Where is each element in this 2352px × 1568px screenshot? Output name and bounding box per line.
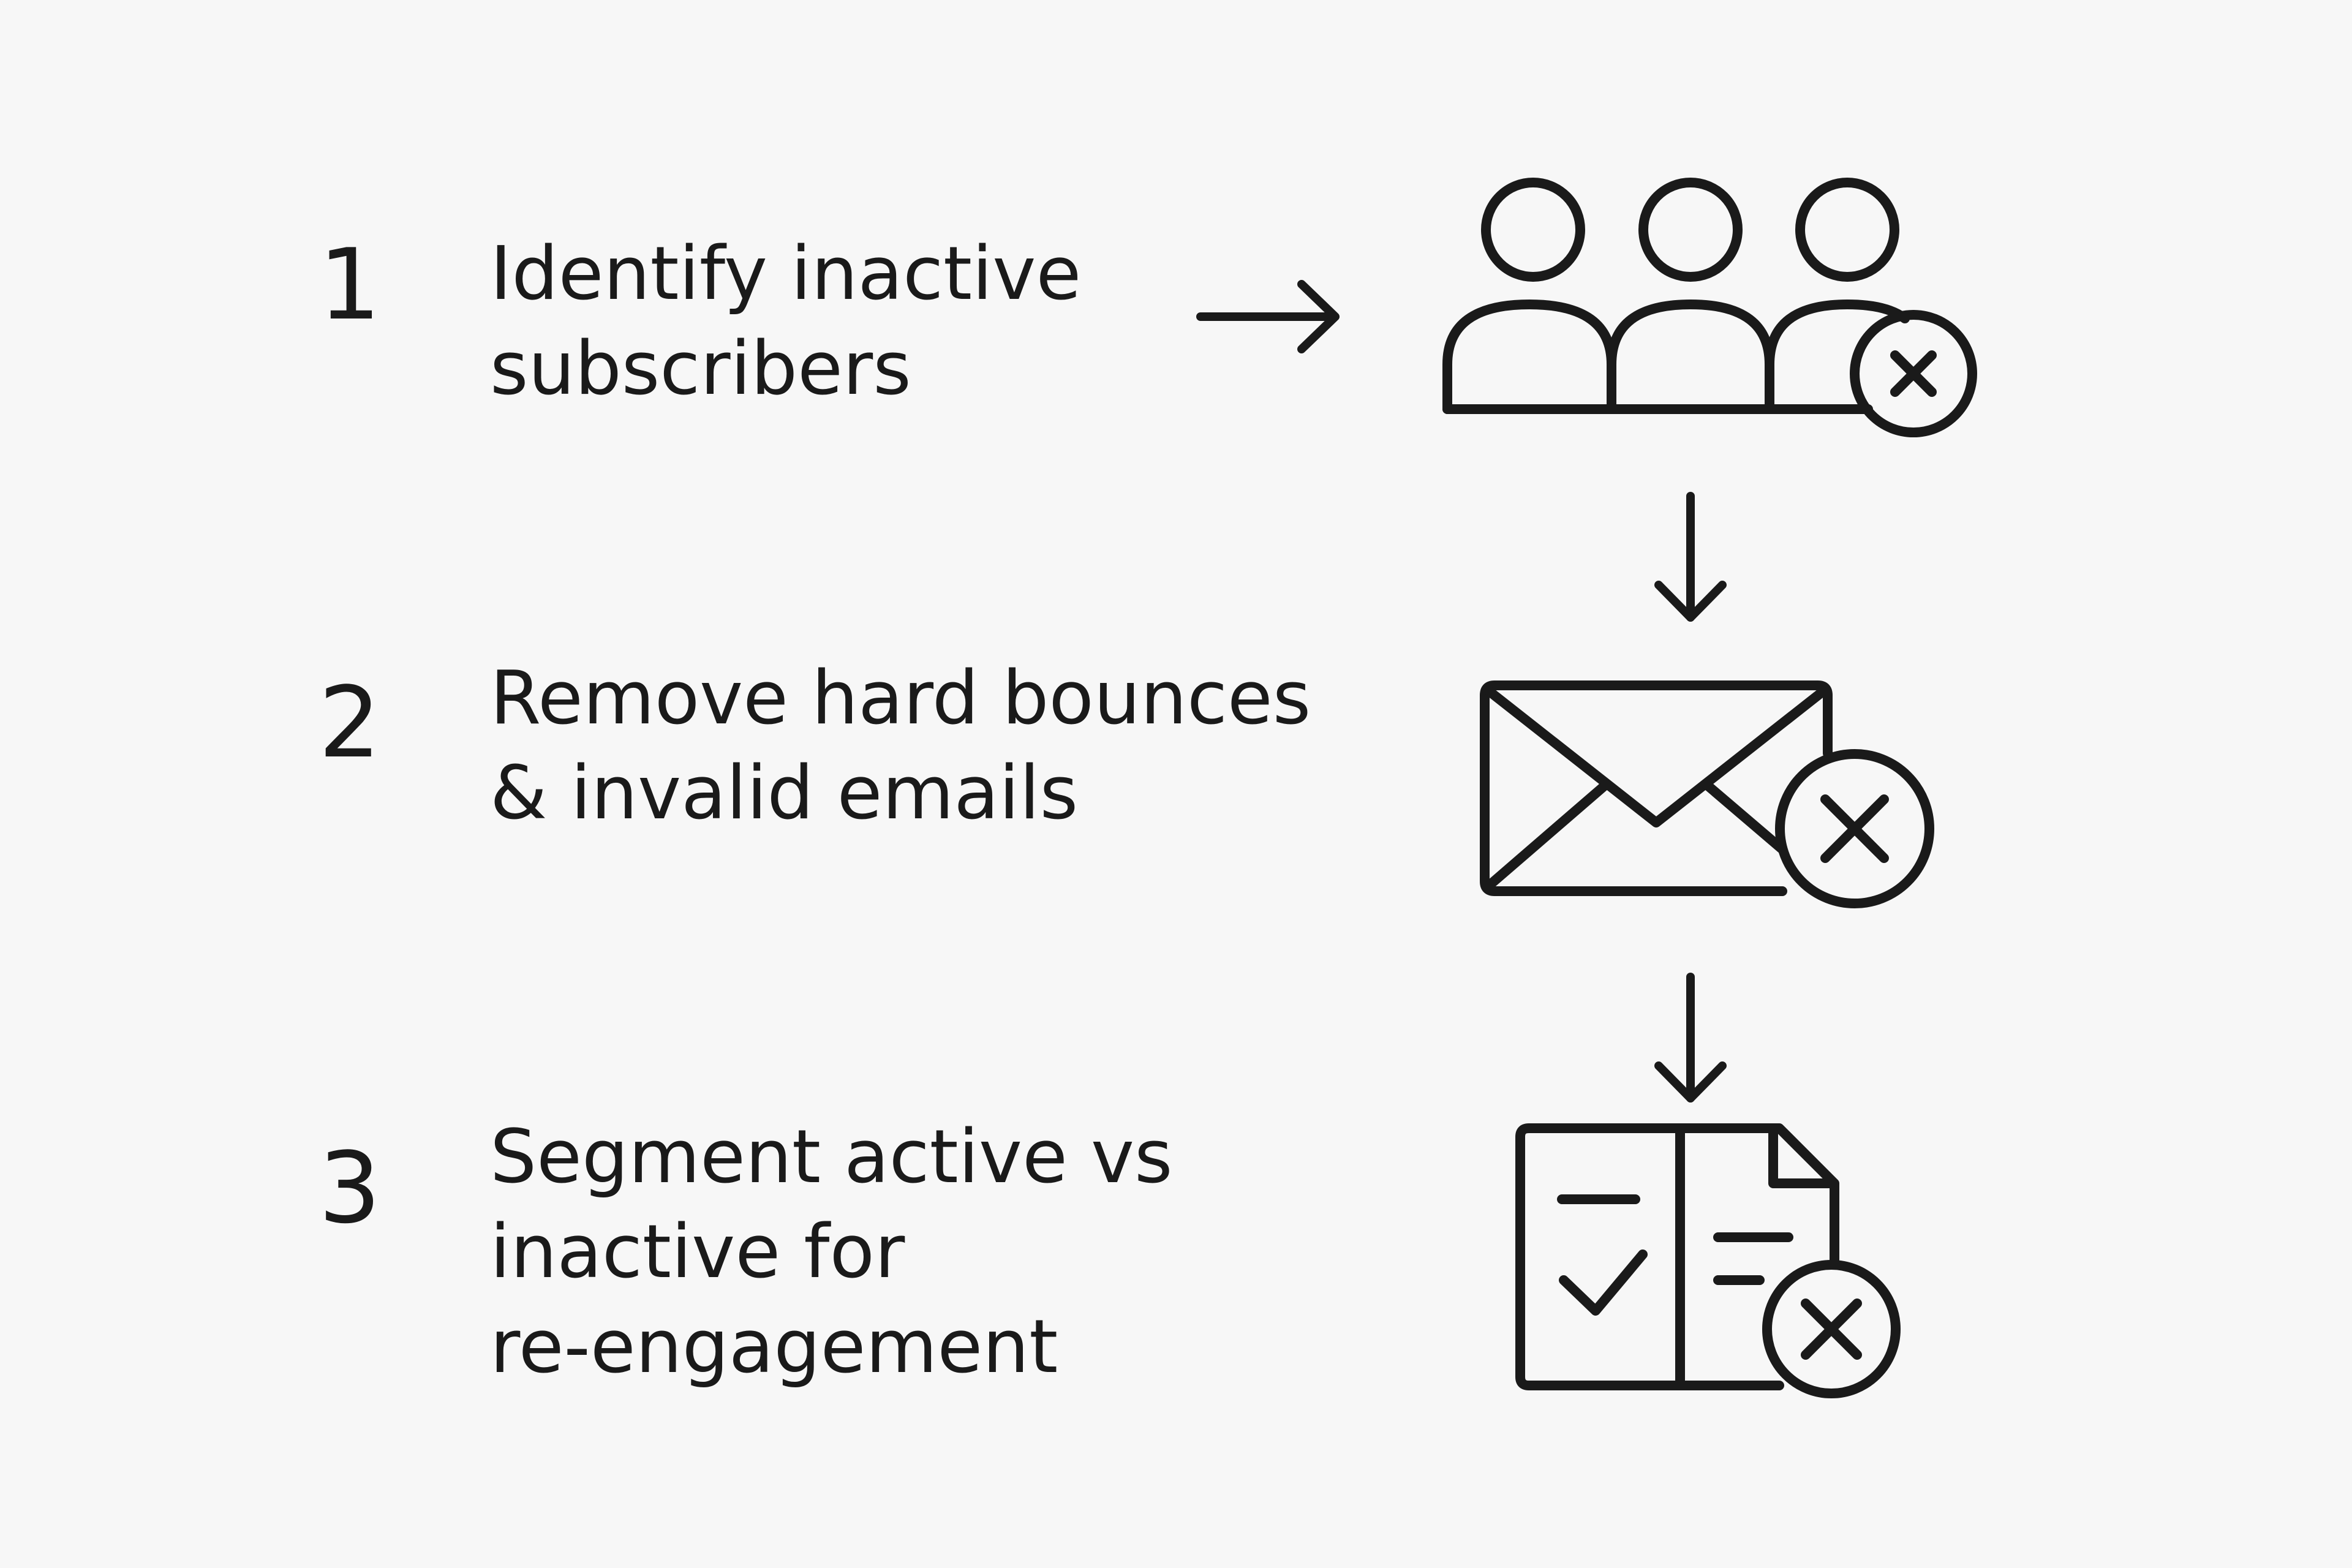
arrow-down-icon	[1654, 492, 1727, 622]
step-1-label: Identify inactive subscribers	[490, 232, 1082, 412]
invalid-email-icon	[1480, 680, 1934, 908]
step-3-label: Segment active vs inactive for re-engage…	[490, 1115, 1173, 1390]
step-3-number: 3	[318, 1131, 381, 1245]
step-2-label: Remove hard bounces & invalid emails	[490, 656, 1311, 836]
step-2-number: 2	[318, 665, 381, 780]
arrow-down-icon	[1654, 973, 1727, 1102]
inactive-users-icon	[1442, 178, 1977, 437]
step-1-number: 1	[318, 227, 381, 342]
arrow-right-icon	[1196, 280, 1340, 353]
segment-list-icon	[1515, 1123, 1901, 1398]
